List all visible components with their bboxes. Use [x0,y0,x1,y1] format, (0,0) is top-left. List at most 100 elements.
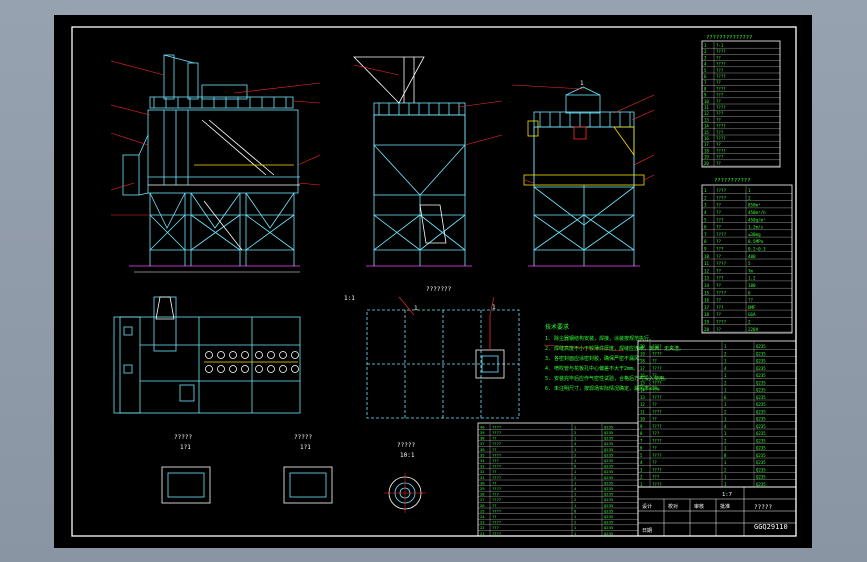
top-table-cell: 13 [704,117,709,122]
bom-right-cell: ?? [652,359,657,364]
cad-drawing-canvas[interactable]: 1 1 1 ??????? 1:1 ????? 1?1 ????? 1?1 ??… [54,15,812,548]
mid-table-cell: 12 [704,268,710,273]
bom-right-cell: 9 [640,424,643,429]
bom-left-cell: ???? [492,520,501,525]
bom-right-cell: 16 [640,373,645,378]
bom-right-cell: Q235 [756,475,766,480]
bom-right-cell: 1 [724,446,727,451]
bom-right-cell: ???? [652,351,662,356]
mid-table-cell: 4 [704,210,707,215]
bom-right-cell: Q235 [756,431,766,436]
bom-right-cell: 1 [724,431,727,436]
drawing-border-frame [71,26,797,537]
top-table-header: ?????????????? [706,35,752,41]
top-table-cell: 10 [704,99,709,104]
mid-table-cell: G6A [748,312,756,317]
mid-table-cell: 20 [704,327,710,332]
title-block-scale: 1:7 [722,492,732,498]
bom-left-cell: 6 [574,464,577,469]
bom-right-cell: ?? [652,373,657,378]
foundation-plan-title: ??????? [426,286,452,293]
bom-right-cell: Q235 [756,467,766,472]
bom-right-cell: ??? [652,388,660,393]
mid-table-cell: ?? [716,210,722,215]
bom-right-cell: ???? [652,467,662,472]
mid-table-cell: 9 [704,247,707,252]
mid-table-cell: ?? [716,283,722,288]
bom-right-cell: 1 [724,402,727,407]
notes-line-3: 3. 各密封面应涂密封胶，确保严密不漏风。 [545,355,644,362]
bom-right-cell: 18 [640,359,645,364]
mid-table-cell: ?? [748,298,754,303]
mid-table-cell: 6 [704,225,707,230]
bom-right-cell: Q235 [756,351,766,356]
top-table-cell: ??? [716,111,724,116]
top-table-cell: 2 [704,49,707,54]
bom-left-cell: Q235 [604,486,613,491]
mid-table-cell: ?? [716,268,722,273]
detail-b-title: ????? [294,434,312,441]
bom-left-cell: Q235 [604,508,613,513]
bom-right-cell: 3 [640,467,643,472]
bom-left-cell: ???? [492,531,501,536]
bom-left-cell: 8 [574,508,577,513]
bom-right-cell: ??? [652,475,660,480]
bom-right-cell: 19 [640,351,645,356]
bom-left-cell: 22 [480,525,485,530]
front-elevation-view [122,54,300,273]
top-table-cell: ??? [716,130,724,135]
top-table-cell: ??? [716,93,724,98]
bom-right-cell: Q235 [756,359,766,364]
technical-notes: 技术要求 1. 除尘器钢结构安装，焊接，涂装按规范执行。 2. 焊缝高度不小于较… [545,323,684,392]
top-table-cell: ???? [716,136,726,141]
notes-title: 技术要求 [545,323,569,331]
bom-left-cell: 24 [480,514,485,519]
bom-left-cell: Q235 [604,497,613,502]
mid-table-cell: 17 [704,305,710,310]
bom-right-cell: 1 [724,388,727,393]
sign-approver: 批准 [720,503,730,510]
mid-table-cell: 19 [704,320,710,325]
bom-left-cell: 1 [574,492,577,497]
mid-table-cell: ?? [716,298,722,303]
mid-table-cell: ?? [716,225,722,230]
bom-right-cell: 1 [724,344,727,349]
top-table-cell: 18 [704,148,709,153]
bom-left-cell: 2 [574,452,576,457]
mid-table-cell: ?? [716,239,722,244]
mid-table-cell: ??? [716,247,724,252]
top-table-cell: 15 [704,130,709,135]
bom-right-cell: 1 [724,475,727,480]
bom-left-cell: 1 [574,424,577,429]
bom-left-cell: 4 [574,486,577,491]
top-table-cell: 20 [704,161,709,166]
bom-right-cell: 1 [724,417,727,422]
bom-right-cell: 17 [640,366,645,371]
top-table-cell: ?? [716,142,721,147]
top-table-cell: ??? [716,68,724,73]
bom-left-cell: Q235 [604,430,613,435]
bom-right-cell: 2 [724,409,727,414]
bom-right-cell: 20 [640,344,645,349]
bom-right-cell: 8 [640,431,643,436]
bom-left-cell: 32 [480,469,485,474]
bom-left-cell: 34 [480,458,485,463]
bom-right-cell: 7 [640,438,643,443]
mid-table-cell: 1 [704,188,707,193]
notes-line-2: 2. 焊缝高度不小于较薄件厚度，焊缝应连续，饱满，无夹渣。 [545,345,684,352]
bom-right-cell: ???? [652,482,662,487]
bom-right-cell: 1 [724,373,727,378]
sign-reviewer: 审核 [694,503,704,510]
bom-right-cell: 5 [640,453,643,458]
bom-left-cell: 1 [574,531,577,536]
bom-left-cell: Q235 [604,514,613,519]
bom-left-cell: Q235 [604,525,613,530]
bom-left-cell: Q235 [604,452,613,457]
bom-left-cell: Q235 [604,464,613,469]
top-table-cell: 4 [704,62,707,67]
mid-table-cell: ??? [716,217,724,222]
detail-c-flange [384,473,426,513]
mid-table-cell: 11 [704,261,710,266]
